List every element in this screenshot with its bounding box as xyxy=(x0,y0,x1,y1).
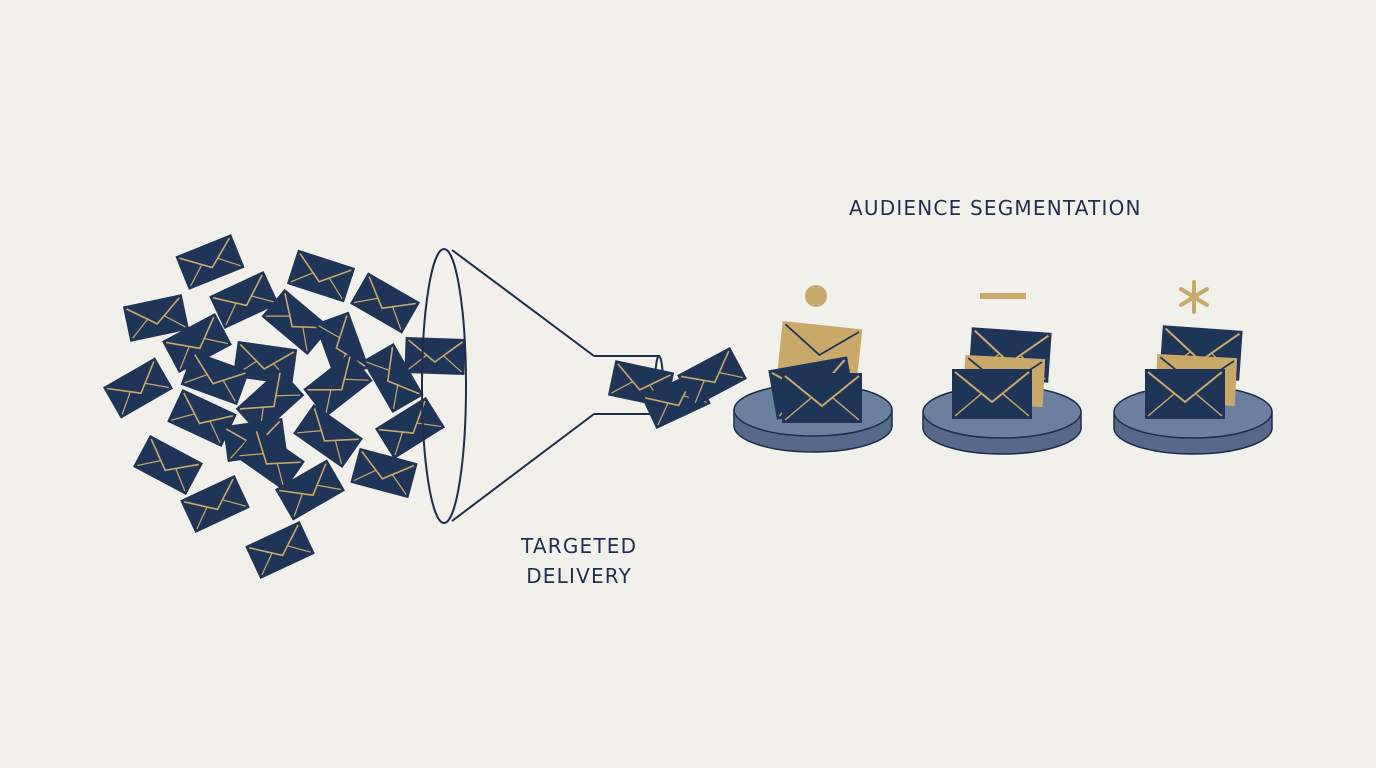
dot-icon xyxy=(805,285,827,307)
asterisk-icon xyxy=(1179,280,1209,314)
filtered-envelopes xyxy=(607,346,748,430)
delivery-label-line2: DELIVERY xyxy=(526,564,633,588)
delivery-label: TARGETED DELIVERY xyxy=(521,531,637,591)
delivery-label-line1: TARGETED xyxy=(521,534,638,558)
envelope-cloud xyxy=(102,233,467,580)
segment-1 xyxy=(733,285,893,453)
dash-icon xyxy=(980,293,1026,299)
segment-2 xyxy=(922,293,1082,455)
segmentation-label: AUDIENCE SEGMENTATION xyxy=(849,196,1142,220)
segment-3 xyxy=(1113,280,1273,455)
